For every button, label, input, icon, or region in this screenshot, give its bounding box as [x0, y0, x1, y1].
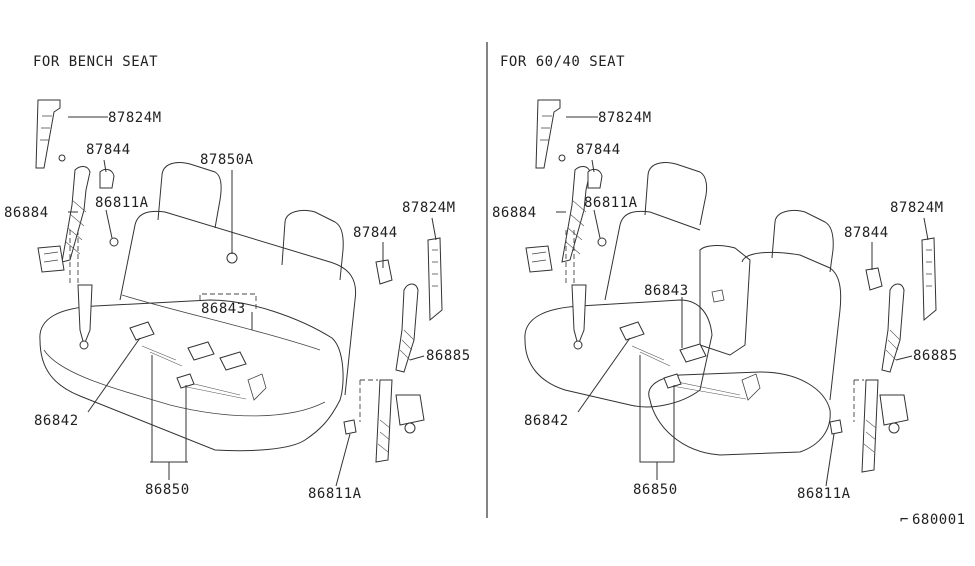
split-seat-illustration — [524, 161, 842, 456]
bench-panel-title: FOR BENCH SEAT — [33, 54, 158, 70]
label-86811a-top: 86811A — [584, 195, 638, 211]
label-86842: 86842 — [524, 413, 569, 429]
bench-seat-illustration — [39, 161, 357, 452]
label-86843: 86843 — [644, 283, 689, 299]
label-87844-right: 87844 — [353, 225, 398, 241]
split-panel-title: FOR 60/40 SEAT — [500, 54, 625, 70]
label-86885: 86885 — [913, 348, 958, 364]
split-leaders — [556, 116, 929, 487]
split-seat-panel: FOR 60/40 SEAT — [492, 54, 966, 528]
label-86885: 86885 — [426, 348, 471, 364]
label-87844-left: 87844 — [576, 142, 621, 158]
label-86884: 86884 — [492, 205, 537, 221]
label-87824m-top: 87824M — [598, 110, 652, 126]
label-87850a: 87850A — [200, 152, 254, 168]
label-87824m-top: 87824M — [108, 110, 162, 126]
bench-bolt-86811a-bottom — [343, 419, 357, 435]
bench-right-belt — [359, 237, 443, 463]
label-86811a-bottom: 86811A — [308, 486, 362, 502]
bench-bolt-87850a — [226, 252, 238, 264]
label-86850: 86850 — [633, 482, 678, 498]
label-87844-right: 87844 — [844, 225, 889, 241]
split-bolt-86811a-bottom — [829, 419, 843, 435]
label-87824m-right: 87824M — [890, 200, 944, 216]
bench-seat-panel: FOR BENCH SEAT — [4, 54, 471, 502]
split-right-belt — [853, 237, 937, 473]
label-86842: 86842 — [34, 413, 79, 429]
split-clip-87844-left — [587, 168, 603, 189]
label-87844-left: 87844 — [86, 142, 131, 158]
catalog-ref-mark: ⌐ — [900, 512, 909, 528]
label-86884: 86884 — [4, 205, 49, 221]
bench-bolt-86811a-top — [109, 237, 119, 247]
label-87824m-right: 87824M — [402, 200, 456, 216]
bench-clip-87844-left — [99, 168, 115, 189]
label-86811a-bottom: 86811A — [797, 486, 851, 502]
label-86843: 86843 — [201, 301, 246, 317]
label-86811a-top: 86811A — [95, 195, 149, 211]
catalog-ref: 680001 — [912, 512, 966, 528]
label-86850: 86850 — [145, 482, 190, 498]
split-left-belt — [525, 99, 591, 350]
bench-leaders — [68, 116, 437, 487]
split-bolt-86811a-top — [597, 237, 607, 247]
bench-left-belt — [35, 99, 93, 350]
